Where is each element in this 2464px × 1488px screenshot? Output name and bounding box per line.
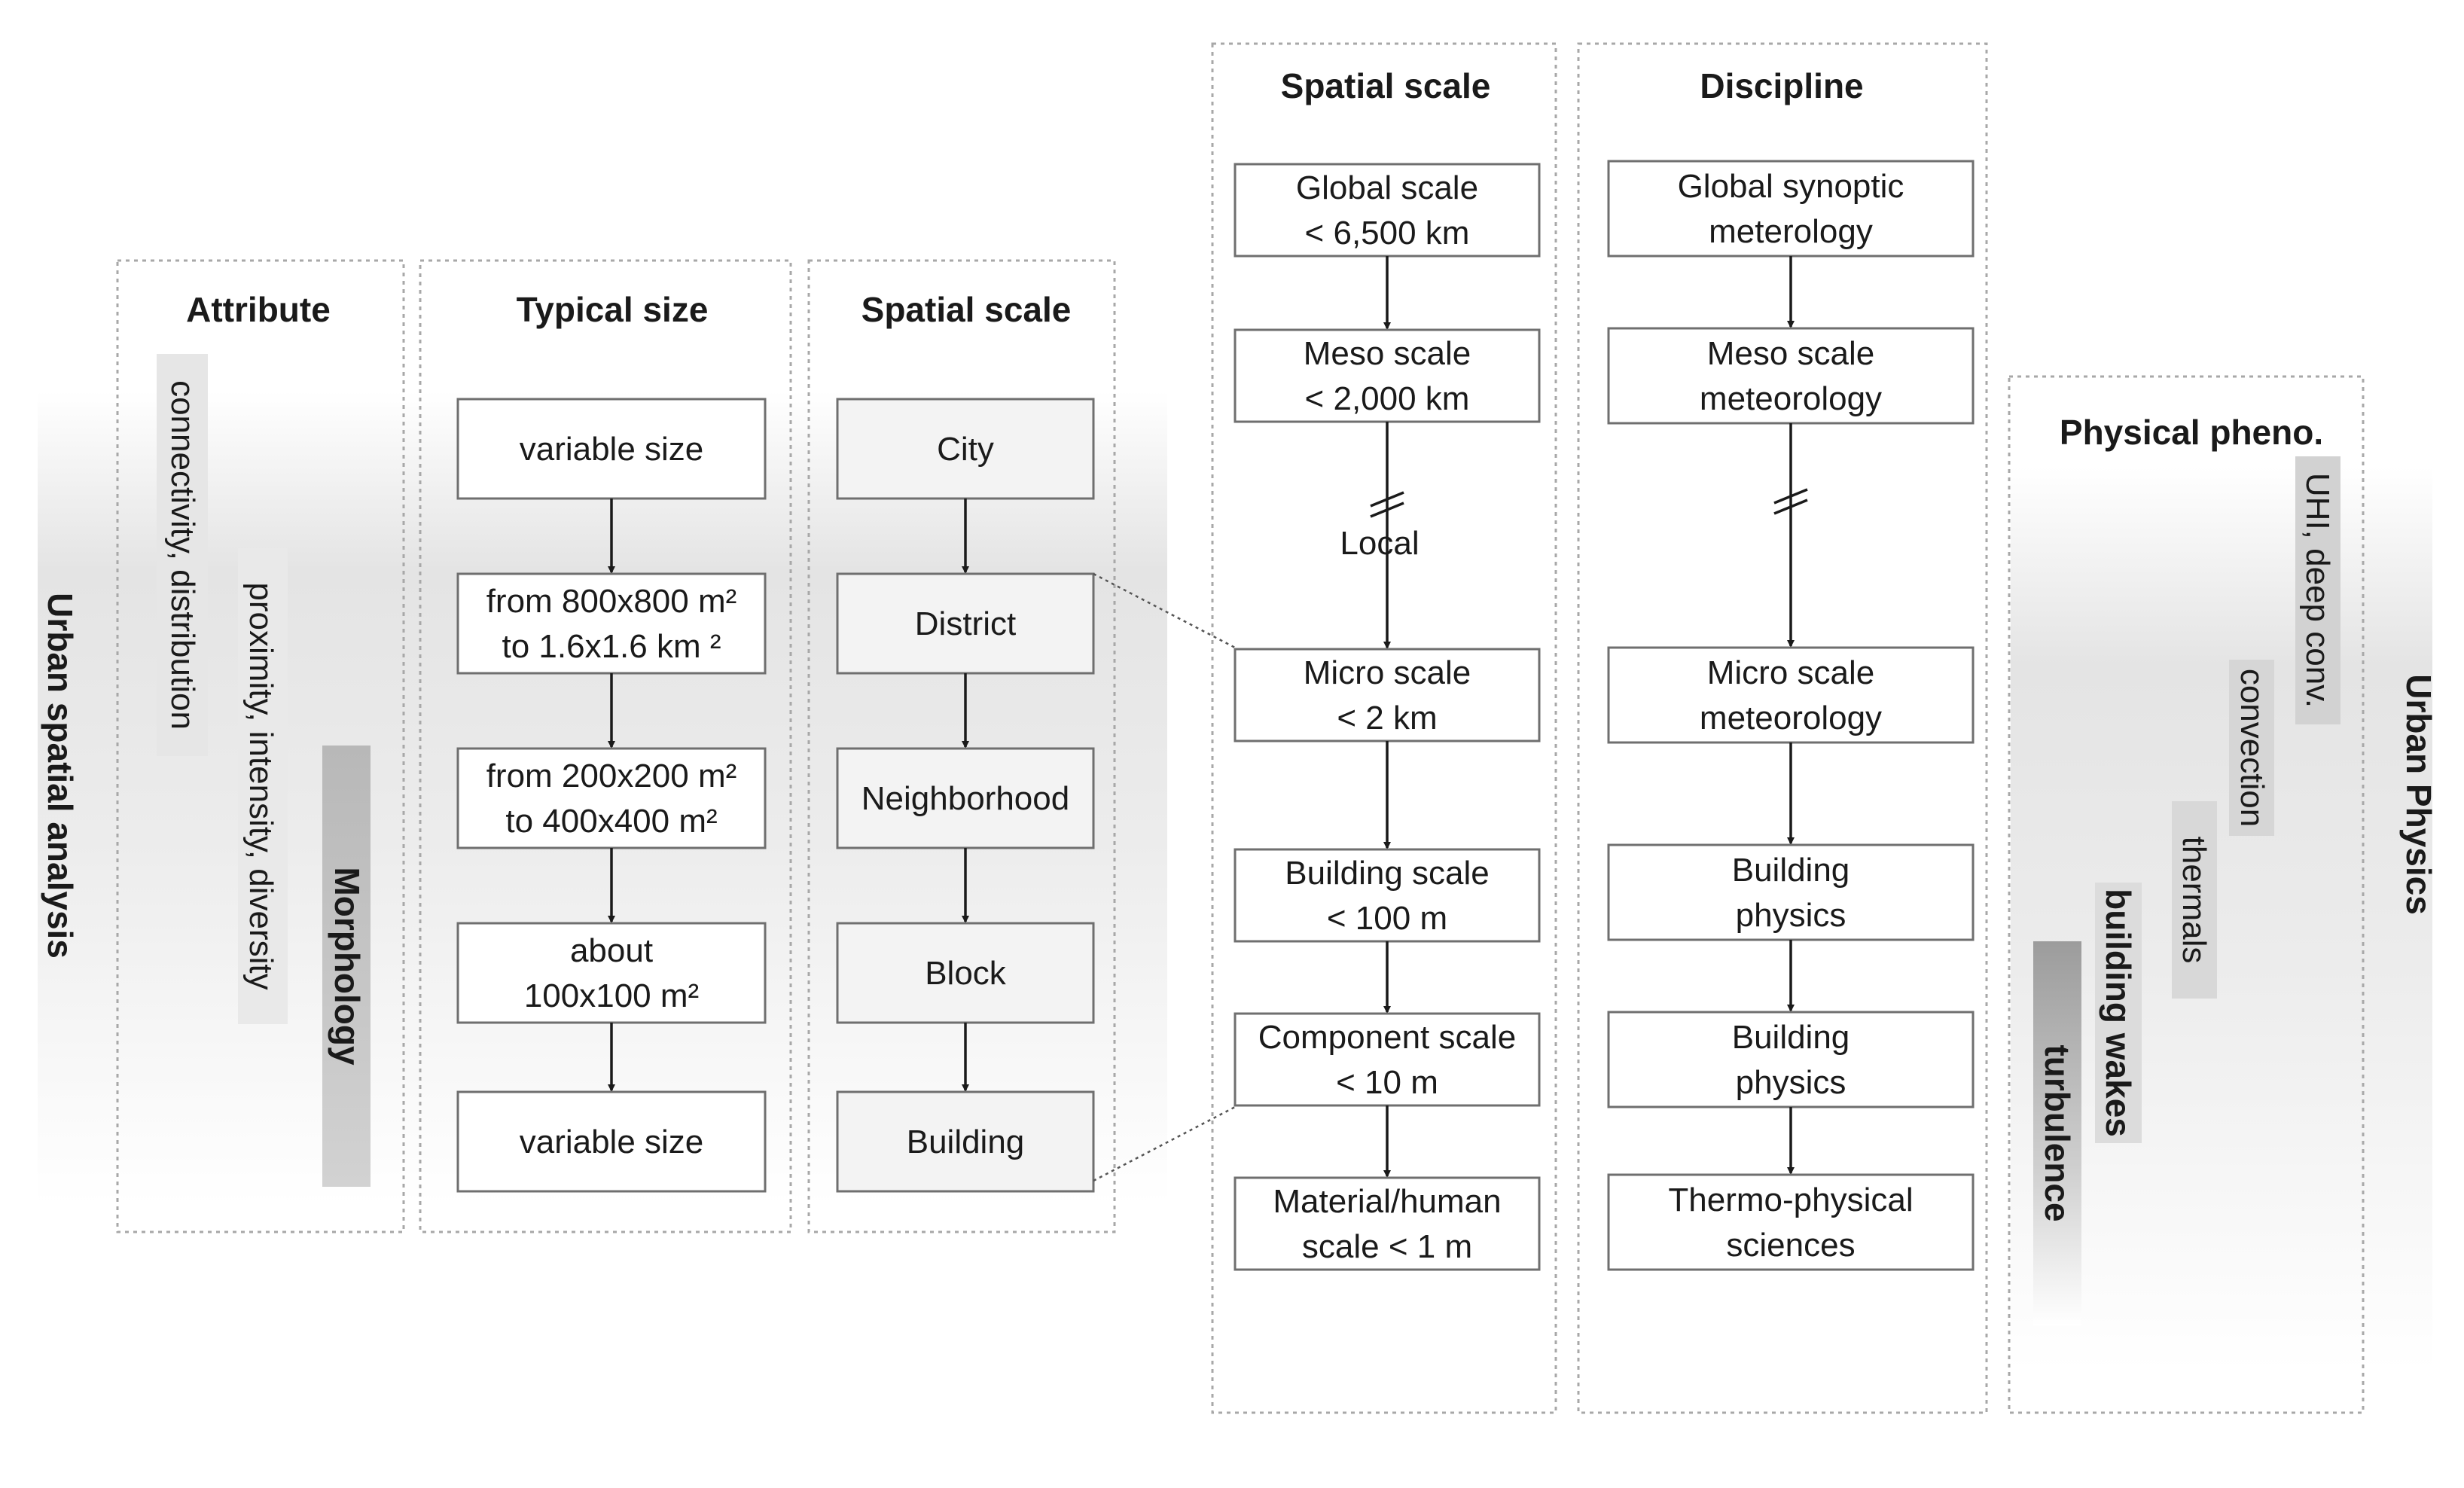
spatial-scale-right-header: Spatial scale [1281,66,1491,105]
spatial-scale-right-box-2-line-2: < 2,000 km [1305,380,1470,417]
spatial-scale-left-header: Spatial scale [861,290,1072,329]
spatial-scale-right-box-4 [1234,848,1541,943]
physical-pheno-panel [2008,375,2365,1414]
spatial-scale-right-box-1 [1234,163,1541,258]
typical-size-box-5-line-1: variable size [520,1124,704,1160]
spatial-scale-right-box-5-line-2: < 10 m [1336,1064,1438,1101]
attribute-header: Attribute [186,290,331,329]
building-wakes-bar [2095,883,2142,1143]
pheno-convection: convection [2234,669,2270,827]
discipline-box-6-line-2: sciences [1726,1227,1855,1264]
spatial-scale-left-box-1-line-1: City [937,431,994,468]
thermals-bar [2172,801,2217,999]
attribute-morphology: Morphology [328,867,367,1066]
typical-size-box-1 [456,398,767,500]
spatial-scale-left-box-5-line-1: Building [907,1124,1025,1160]
spatial-scale-right-box-4-line-1: Building scale [1285,855,1490,892]
attribute-panel [116,259,405,1233]
spatial-scale-right-box-2 [1234,328,1541,423]
discipline-box-3-line-2: meteorology [1700,700,1882,736]
typical-size-box-4-line-1: about [570,932,653,969]
discipline-box-3-line-1: Micro scale [1707,654,1875,691]
convection-bar [2229,660,2274,836]
attribute-connectivity: connectivity, distribution [164,380,201,730]
typical-size-box-1-line-1: variable size [520,431,704,468]
spatial-scale-right-box-4-line-2: < 100 m [1327,900,1447,937]
typical-size-box-2-line-1: from 800x800 m² [486,583,737,620]
uhi-bar [2295,456,2340,724]
spatial-scale-left-box-2-line-1: District [915,605,1016,642]
spatial-scale-right-break-mark-b [1370,502,1404,518]
discipline-box-1-line-2: meterology [1709,213,1873,250]
typical-size-box-4-line-2: 100x100 m² [524,977,699,1014]
typical-size-panel [419,259,792,1233]
discipline-break-mark-b [1773,499,1808,515]
urban-spatial-analysis-label: Urban spatial analysis [41,593,80,959]
spatial-scale-right-box-6-line-1: Material/human [1273,1183,1501,1220]
spatial-scale-left-box-3-line-1: Neighborhood [861,780,1069,817]
pheno-turbulence: turbulence [2038,1044,2077,1221]
spatial-scale-left-panel [807,259,1116,1233]
proximity-bar [238,548,288,1024]
spatial-scale-right-box-6 [1234,1176,1541,1271]
spatial-scale-left-box-3 [836,747,1095,849]
discipline-box-2 [1607,327,1975,425]
discipline-box-5-line-1: Building [1732,1019,1850,1056]
spatial-scale-right-box-3 [1234,648,1541,742]
spatial-scale-right-box-6-line-2: scale < 1 m [1302,1228,1472,1265]
spatial-scale-right-panel [1211,42,1557,1414]
spatial-scale-right-box-1-line-1: Global scale [1296,169,1478,206]
spatial-scale-right-box-2-line-1: Meso scale [1304,335,1471,372]
spatial-scale-right-box-3-line-2: < 2 km [1337,700,1437,736]
discipline-box-4 [1607,843,1975,941]
attribute-proximity: proximity, intensity, diversity [242,582,279,989]
pheno-building-wakes: building wakes [2099,889,2138,1137]
discipline-box-3 [1607,646,1975,744]
pheno-thermals: thermals [2176,837,2212,964]
discipline-box-1 [1607,160,1975,258]
urban-physics-label: Urban Physics [2399,674,2438,915]
spatial-scale-right-box-5 [1234,1012,1541,1107]
spatial-scale-right-box-1-line-2: < 6,500 km [1305,215,1470,252]
typical-size-header: Typical size [517,290,709,329]
physical-pheno-header: Physical pheno. [2060,413,2323,452]
turbulence-bar [2033,941,2081,1325]
spatial-scale-right-break-mark-a [1370,491,1404,508]
typical-size-box-3-line-2: to 400x400 m² [505,803,717,840]
connectivity-bar [157,354,208,756]
discipline-box-6 [1607,1173,1975,1271]
spatial-scale-left-box-4 [836,922,1095,1024]
discipline-box-1-line-1: Global synoptic [1678,168,1904,205]
typical-size-box-3 [456,747,767,849]
discipline-box-2-line-2: meteorology [1700,380,1882,417]
discipline-box-2-line-1: Meso scale [1707,335,1875,372]
spatial-scale-left-box-4-line-1: Block [925,955,1007,992]
spatial-scale-left-box-2 [836,572,1095,675]
local-break-label: Local [1340,525,1419,562]
spatial-scale-right-box-5-line-1: Component scale [1258,1019,1516,1056]
morphology-bar [322,746,371,1187]
discipline-box-4-line-2: physics [1736,897,1846,934]
spatial-scale-right-box-3-line-1: Micro scale [1304,654,1471,691]
discipline-panel [1577,42,1988,1414]
discipline-break-mark-a [1773,488,1808,505]
typical-size-box-3-line-1: from 200x200 m² [486,758,737,794]
typical-size-box-2-line-2: to 1.6x1.6 km ² [502,628,721,665]
discipline-box-6-line-1: Thermo-physical [1668,1182,1913,1218]
discipline-box-4-line-1: Building [1732,852,1850,889]
discipline-header: Discipline [1700,66,1863,105]
typical-size-box-5 [456,1090,767,1193]
pheno-uhi: UHI, deep conv. [2299,473,2336,708]
spatial-scale-left-box-5 [836,1090,1095,1193]
discipline-box-5-line-2: physics [1736,1064,1846,1101]
